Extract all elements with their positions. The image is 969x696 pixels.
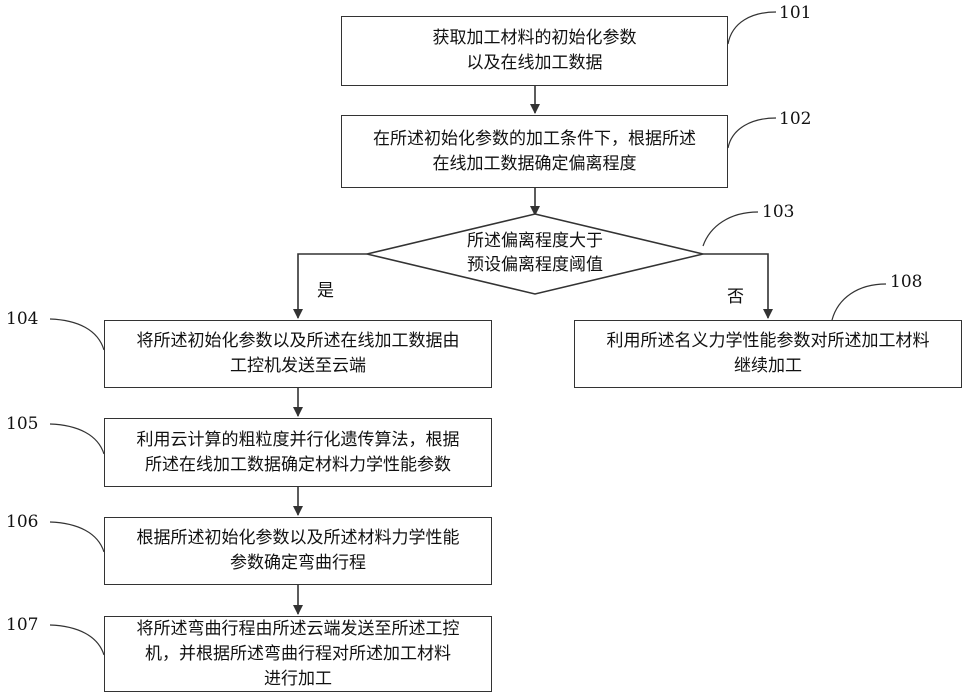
leader-102 — [728, 118, 776, 148]
step-104-line-2: 工控机发送至云端 — [137, 354, 460, 379]
step-102-line-1: 在所述初始化参数的加工条件下，根据所述 — [373, 127, 696, 152]
step-107-line-2: 机，并根据所述弯曲行程对所述加工材料 — [137, 642, 460, 667]
step-103-line-2: 预设偏离程度阈值 — [405, 253, 665, 277]
ref-101: 101 — [779, 3, 811, 23]
step-102-line-2: 在线加工数据确定偏离程度 — [373, 152, 696, 177]
leader-108 — [832, 284, 886, 320]
step-101-line-2: 以及在线加工数据 — [433, 51, 637, 76]
leader-104 — [50, 319, 104, 350]
ref-106: 106 — [6, 512, 38, 532]
step-101-box: 获取加工材料的初始化参数以及在线加工数据 — [341, 16, 728, 86]
step-103-text: 所述偏离程度大于 预设偏离程度阈值 — [405, 229, 665, 277]
step-103-line-1: 所述偏离程度大于 — [405, 229, 665, 253]
leader-103 — [703, 212, 758, 246]
step-105-line-1: 利用云计算的粗粒度并行化遗传算法，根据 — [137, 428, 460, 453]
step-105-line-2: 所述在线加工数据确定材料力学性能参数 — [137, 453, 460, 478]
step-107-box: 将所述弯曲行程由所述云端发送至所述工控机，并根据所述弯曲行程对所述加工材料进行加… — [104, 616, 492, 692]
step-101-line-1: 获取加工材料的初始化参数 — [433, 26, 637, 51]
leader-106 — [50, 522, 104, 552]
step-106-box: 根据所述初始化参数以及所述材料力学性能参数确定弯曲行程 — [104, 517, 492, 585]
ref-103: 103 — [762, 202, 794, 222]
step-105-box: 利用云计算的粗粒度并行化遗传算法，根据所述在线加工数据确定材料力学性能参数 — [104, 418, 492, 487]
step-104-line-1: 将所述初始化参数以及所述在线加工数据由 — [137, 329, 460, 354]
ref-102: 102 — [779, 109, 811, 129]
step-108-line-1: 利用所述名义力学性能参数对所述加工材料 — [607, 329, 930, 354]
step-106-line-2: 参数确定弯曲行程 — [137, 551, 460, 576]
ref-105: 105 — [6, 414, 38, 434]
step-104-box: 将所述初始化参数以及所述在线加工数据由工控机发送至云端 — [104, 320, 492, 388]
step-108-line-2: 继续加工 — [607, 354, 930, 379]
branch-yes-label: 是 — [317, 276, 334, 301]
leader-101 — [728, 12, 776, 44]
leader-107 — [50, 625, 104, 655]
branch-no-label: 否 — [727, 282, 744, 307]
ref-108: 108 — [890, 272, 922, 292]
ref-107: 107 — [6, 615, 38, 635]
ref-104: 104 — [6, 309, 38, 329]
step-107-line-3: 进行加工 — [137, 667, 460, 692]
step-108-box: 利用所述名义力学性能参数对所述加工材料继续加工 — [574, 320, 962, 388]
step-106-line-1: 根据所述初始化参数以及所述材料力学性能 — [137, 526, 460, 551]
step-102-box: 在所述初始化参数的加工条件下，根据所述在线加工数据确定偏离程度 — [341, 115, 728, 188]
leader-105 — [50, 424, 104, 454]
step-107-line-1: 将所述弯曲行程由所述云端发送至所述工控 — [137, 617, 460, 642]
